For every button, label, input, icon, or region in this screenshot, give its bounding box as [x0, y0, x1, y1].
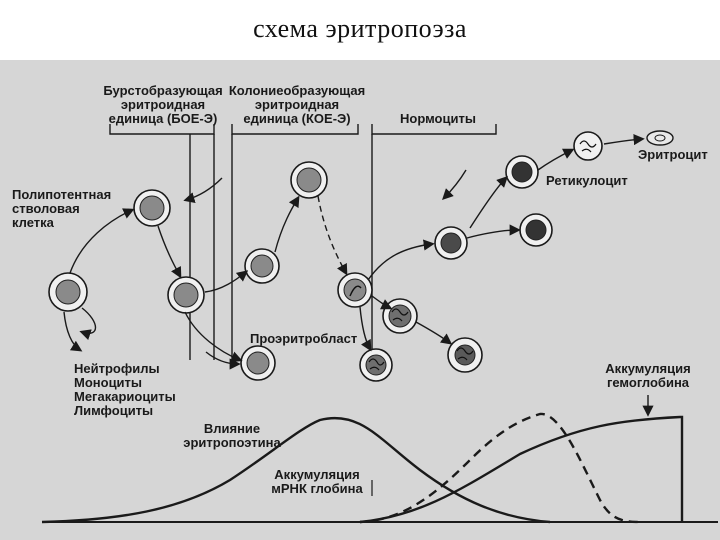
- globin-mrna-curve: [359, 412, 641, 524]
- hemoglobin-label-line: гемоглобина: [606, 375, 690, 390]
- normocyte-basophilic: [382, 298, 418, 334]
- normocyte-lower: [359, 348, 393, 382]
- erythrocyte-cell: [646, 130, 674, 146]
- lineage-item: Лимфоциты: [74, 403, 154, 418]
- bfu-cell-lower: [167, 276, 205, 314]
- reticulocyte-cell: [573, 131, 603, 161]
- normocyte-bracket: [371, 124, 497, 135]
- stage-brackets: [109, 124, 497, 360]
- lineage-item: Моноциты: [74, 375, 143, 390]
- cells: [48, 130, 674, 382]
- bfu-label-line: единица (БОЕ-Э): [108, 111, 218, 126]
- hemoglobin-curve: [359, 415, 684, 524]
- stem-cell-label-line: клетка: [12, 215, 54, 230]
- cfu-bracket: [231, 124, 359, 135]
- cfu-label-line: Колониеобразующая: [228, 83, 366, 98]
- epo-effect-label-line: Влияние: [203, 421, 261, 436]
- stem-cell-label-line: стволовая: [12, 201, 80, 216]
- curves: [41, 412, 718, 524]
- normocyte-orthochromatic: [519, 213, 553, 247]
- cfu-cell-lower: [337, 272, 373, 308]
- hemoglobin-label: Аккумуляция гемоглобина: [596, 362, 700, 390]
- mrna-label-line: мРНК глобина: [271, 481, 363, 496]
- normocyte-polychromatic: [447, 337, 483, 373]
- page-title: схема эритропоэза: [253, 14, 467, 43]
- bfu-cell-upper: [133, 189, 171, 227]
- normocyte-top: [505, 155, 539, 189]
- erythrocyte-label: Эритроцит: [638, 147, 708, 162]
- proerythroblast-cell: [240, 345, 276, 381]
- cfu-label: Колониеобразующая эритроидная единица (К…: [228, 84, 366, 126]
- cfu-cell-left: [244, 248, 280, 284]
- bfu-label-line: эритроидная: [120, 97, 206, 112]
- epo-effect-curve: [41, 416, 551, 524]
- bfu-bracket: [109, 124, 215, 135]
- cfu-label-line: эритроидная: [254, 97, 340, 112]
- mrna-label: Аккумуляция мРНК глобина: [262, 468, 372, 496]
- lineage-item: Мегакариоциты: [74, 389, 176, 404]
- reticulocyte-label: Ретикулоцит: [546, 173, 628, 188]
- stem-cell: [48, 272, 88, 312]
- normocyte-mid: [434, 226, 468, 260]
- lineage-arrows: [63, 134, 645, 370]
- proerythroblast-label: Проэритробласт: [250, 331, 358, 346]
- stem-cell-label: Полипотентная стволовая клетка: [12, 188, 111, 230]
- normocytes-label: Нормоциты: [400, 111, 476, 126]
- epo-effect-label: Влияние эритропоэтина: [178, 422, 286, 450]
- hemoglobin-label-line: Аккумуляция: [605, 361, 691, 376]
- erythropoiesis-diagram: [41, 124, 718, 524]
- epo-effect-label-line: эритропоэтина: [183, 435, 281, 450]
- bfu-label-line: Бурстобразующая: [103, 83, 223, 98]
- cfu-label-line: единица (КОЕ-Э): [243, 111, 351, 126]
- lineage-item: Нейтрофилы: [74, 361, 160, 376]
- cfu-cell-upper: [290, 161, 328, 199]
- lineages-label: Нейтрофилы Моноциты Мегакариоциты Лимфоц…: [74, 362, 176, 418]
- self-renewal-arrow: [79, 307, 97, 340]
- bfu-label: Бурстобразующая эритроидная единица (БОЕ…: [98, 84, 228, 126]
- mrna-label-line: Аккумуляция: [274, 467, 360, 482]
- stem-cell-label-line: Полипотентная: [12, 187, 112, 202]
